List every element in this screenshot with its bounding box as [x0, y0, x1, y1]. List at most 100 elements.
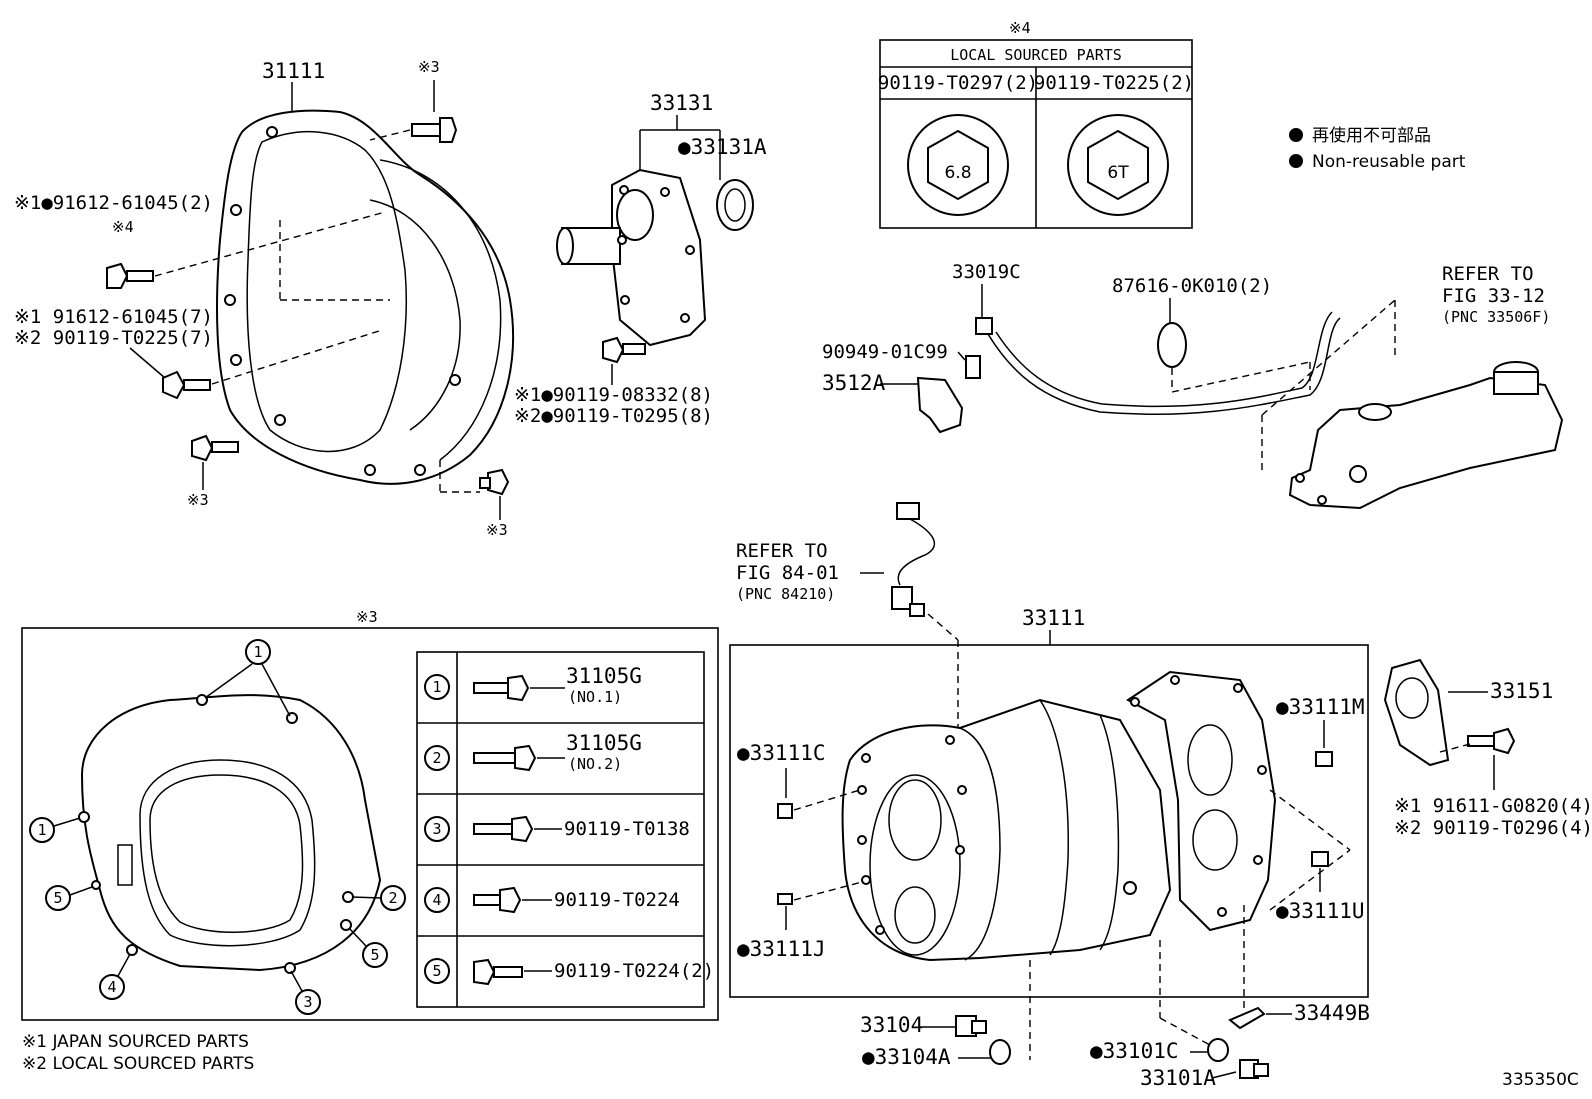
svg-text:2: 2 — [388, 889, 397, 907]
table-row: 4 90119-T0224 — [424, 886, 680, 914]
refer2-c: (PNC 84210) — [736, 585, 835, 603]
transmission-case — [841, 698, 1172, 962]
clamp-icon — [1157, 322, 1187, 368]
pin-icon — [1311, 851, 1329, 867]
clip: 90949-01C99 3512A — [822, 341, 981, 434]
label-91611: ※1 91611-G0820(4) — [1394, 795, 1592, 817]
bullet-icon — [1289, 128, 1303, 142]
oil-seal-icon — [716, 179, 754, 231]
clutch-housing: 31111 — [216, 59, 515, 485]
callout-5 — [45, 885, 71, 911]
svg-text:5: 5 — [53, 889, 62, 907]
svg-text:4: 4 — [432, 891, 441, 909]
label-33111j: ●33111J — [737, 937, 826, 961]
callout-5 — [362, 942, 388, 968]
hex-head-icon: 6.8 — [907, 114, 1009, 216]
callout-4 — [99, 974, 125, 1000]
label-33104: 33104 — [860, 1013, 923, 1037]
table-col1: 90119-T0297(2) — [878, 72, 1038, 94]
diagram-id: 335350C — [1502, 1070, 1579, 1090]
dowel-pins: ●33111C ●33111J ●33111M ●33111U — [737, 695, 1365, 961]
svg-text:(NO.2): (NO.2) — [568, 755, 622, 773]
label-91612-7: ※1 91612-61045(7) — [14, 306, 213, 328]
svg-text:90119-T0224(2): 90119-T0224(2) — [554, 960, 714, 982]
table-mark: ※4 — [1009, 19, 1031, 37]
mark-4-left: ※4 — [112, 218, 134, 236]
legend-en: Non-reusable part — [1312, 152, 1466, 172]
svg-text:1: 1 — [432, 678, 441, 696]
svg-text:90119-T0224: 90119-T0224 — [554, 889, 680, 911]
svg-text:5: 5 — [432, 962, 441, 980]
legend: 再使用不可部品 Non-reusable part — [1289, 125, 1466, 172]
callout-1 — [245, 639, 271, 665]
footnote-japan: ※1 JAPAN SOURCED PARTS — [22, 1032, 249, 1052]
transfer-adapter: REFER TO FIG 33-12 (PNC 33506F) — [1288, 263, 1564, 510]
svg-text:90119-T0138: 90119-T0138 — [564, 818, 690, 840]
label-90949: 90949-01C99 — [822, 341, 948, 363]
refer2-b: FIG 84-01 — [736, 562, 839, 584]
pin-icon — [1315, 751, 1333, 767]
local-sourced-table: ※4 LOCAL SOURCED PARTS 90119-T0297(2) 90… — [878, 19, 1194, 229]
bracket-33449b: 33449B — [1228, 905, 1370, 1030]
refer1-c: (PNC 33506F) — [1442, 308, 1550, 326]
label-91612-2: ※1●91612-61045(2) — [14, 192, 213, 214]
bullet-icon — [1289, 154, 1303, 168]
mark-3-leftbottom: ※3 — [187, 491, 209, 509]
label-3512a: 3512A — [822, 371, 886, 395]
extension-plate — [1126, 670, 1277, 932]
label-33131: 33131 — [650, 91, 713, 115]
label-33019c: 33019C — [952, 261, 1021, 283]
svg-text:1: 1 — [37, 821, 46, 839]
refer2-a: REFER TO — [736, 540, 828, 562]
table-row: 1 31105G (NO.1) — [424, 664, 642, 706]
callout-3 — [295, 989, 321, 1015]
label-31111: 31111 — [262, 59, 325, 83]
breather-hose: 33019C 87616-0K010(2) — [952, 261, 1396, 475]
svg-text:5: 5 — [370, 946, 379, 964]
label-87616: 87616-0K010(2) — [1112, 275, 1272, 297]
hex-size-2: 6T — [1107, 163, 1129, 183]
label-90119-t0225-7: ※2 90119-T0225(7) — [14, 327, 213, 349]
callout-1 — [29, 817, 55, 843]
gasket-icon — [1207, 1038, 1229, 1062]
housing-callouts: 1 1 2 5 5 4 3 — [29, 639, 406, 1015]
label-33131a: ●33131A — [678, 135, 767, 159]
table-row: 5 90119-T0224(2) — [424, 958, 714, 986]
svg-text:(NO.1): (NO.1) — [568, 688, 622, 706]
label-33111u: ●33111U — [1276, 899, 1365, 923]
transmission-case-box — [729, 644, 1369, 998]
pin-icon — [777, 893, 793, 905]
table-title: LOCAL SOURCED PARTS — [950, 46, 1122, 64]
bolt-bottom: ※3 — [439, 460, 510, 539]
bolt-left-2 — [129, 329, 383, 400]
table-col2: 90119-T0225(2) — [1034, 72, 1194, 94]
legend-jp: 再使用不可部品 — [1312, 125, 1431, 146]
svg-text:31105G: 31105G — [566, 731, 642, 755]
mark-3-top: ※3 — [418, 58, 440, 76]
label-33111: 33111 — [1022, 606, 1085, 630]
table-row: 2 31105G (NO.2) — [424, 731, 642, 773]
bolt-retainer: ※1●90119-08332(8) ※2●90119-T0295(8) — [514, 336, 713, 427]
table-row: 3 90119-T0138 — [424, 815, 690, 843]
mark-3-bottom: ※3 — [486, 521, 508, 539]
plug-33101: ●33101C 33101A — [1090, 940, 1269, 1090]
bolt-table: 1 31105G (NO.1) 2 31105G (NO.2) 3 90119-… — [416, 651, 714, 1008]
label-90119-t0295: ※2●90119-T0295(8) — [514, 405, 713, 427]
gasket-icon — [989, 1039, 1011, 1065]
hex-head-icon: 6T — [1067, 114, 1169, 216]
speed-sensor: REFER TO FIG 84-01 (PNC 84210) — [736, 502, 959, 730]
bolt-left-1 — [106, 211, 390, 301]
refer1-b: FIG 33-12 — [1442, 285, 1545, 307]
bearing-retainer: 33131 ●33131A — [556, 91, 767, 347]
housing-detail-box — [21, 627, 719, 1021]
housing-front-view — [78, 694, 382, 974]
label-33104a: ●33104A — [862, 1045, 951, 1069]
svg-text:31105G: 31105G — [566, 664, 642, 688]
plug-33104: 33104 ●33104A — [860, 960, 1031, 1069]
label-90119-08332: ※1●90119-08332(8) — [514, 384, 713, 406]
label-33111m: ●33111M — [1276, 695, 1365, 719]
refer1-a: REFER TO — [1442, 263, 1534, 285]
label-90119-t0296: ※2 90119-T0296(4) — [1394, 817, 1592, 839]
svg-text:1: 1 — [253, 643, 262, 661]
label-33101a: 33101A — [1140, 1066, 1216, 1090]
